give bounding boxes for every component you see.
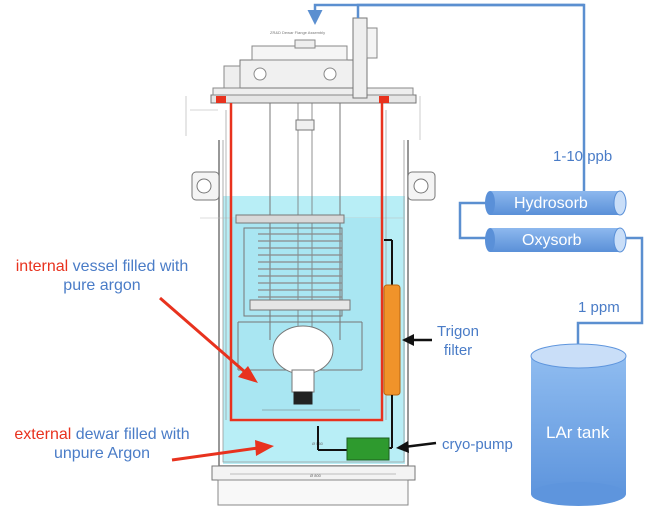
svg-text:ZR&D Dewar Flange Assembly: ZR&D Dewar Flange Assembly xyxy=(270,30,325,35)
trigon-filter-label: Trigon filter xyxy=(428,322,488,360)
gas-lines xyxy=(307,3,644,345)
pmt-base xyxy=(293,391,313,405)
internal-vessel-label: internal vessel filled with pure argon xyxy=(4,257,200,295)
external-word: external xyxy=(14,426,72,443)
cryo-pump-label: cryo-pump xyxy=(442,436,513,453)
top-flange: ZR&D Dewar Flange Assembly xyxy=(210,17,417,104)
trigon-filter-drawing xyxy=(317,239,401,461)
internal-line2: pure argon xyxy=(63,277,141,294)
pmt-bulb xyxy=(272,325,334,375)
lar-tank-label: LAr tank xyxy=(546,423,610,442)
internal-arrow xyxy=(159,296,246,374)
external-dewar-label: external dewar filled with unpure Argon xyxy=(2,425,202,463)
external-rest: dewar filled with xyxy=(71,426,190,443)
external-line2: unpure Argon xyxy=(53,445,151,462)
oxysorb-label: Oxysorb xyxy=(522,232,582,249)
ppm-label: 1 ppm xyxy=(578,299,620,316)
ppb-label: 1-10 ppb xyxy=(553,148,613,165)
hydrosorb-label: Hydrosorb xyxy=(514,195,588,212)
internal-word: internal xyxy=(15,258,69,275)
internal-rest: vessel filled with xyxy=(68,258,189,275)
cryo-pump-box xyxy=(346,437,390,461)
pump-arrow xyxy=(403,441,437,449)
oxysorb-cylinder xyxy=(485,227,627,253)
tpc-drawing: Ø 560 xyxy=(235,103,363,446)
annotation-arrows xyxy=(159,296,437,462)
svg-text:Ø 800: Ø 800 xyxy=(310,473,322,478)
trigon-line1: Trigon xyxy=(437,323,479,340)
trigon-line2: filter xyxy=(443,342,473,359)
trigon-filter xyxy=(383,284,401,396)
hydrosorb-cylinder xyxy=(485,190,627,216)
external-arrow xyxy=(171,446,259,462)
lar-tank xyxy=(530,343,627,506)
